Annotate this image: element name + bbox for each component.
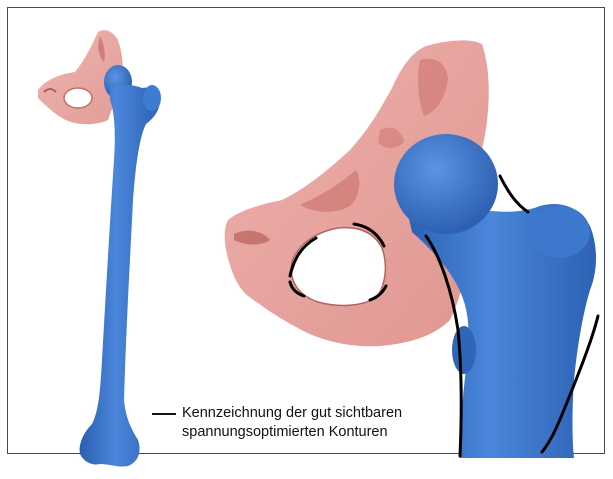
legend-text: Kennzeichnung der gut sichtbaren spannun… [182, 404, 402, 442]
small-femur-icon [80, 65, 161, 467]
legend-line-icon [152, 413, 176, 415]
legend: Kennzeichnung der gut sichtbaren spannun… [152, 404, 402, 442]
legend-line-1: Kennzeichnung der gut sichtbaren [182, 404, 402, 423]
legend-line-2: spannungsoptimierten Konturen [182, 423, 402, 442]
